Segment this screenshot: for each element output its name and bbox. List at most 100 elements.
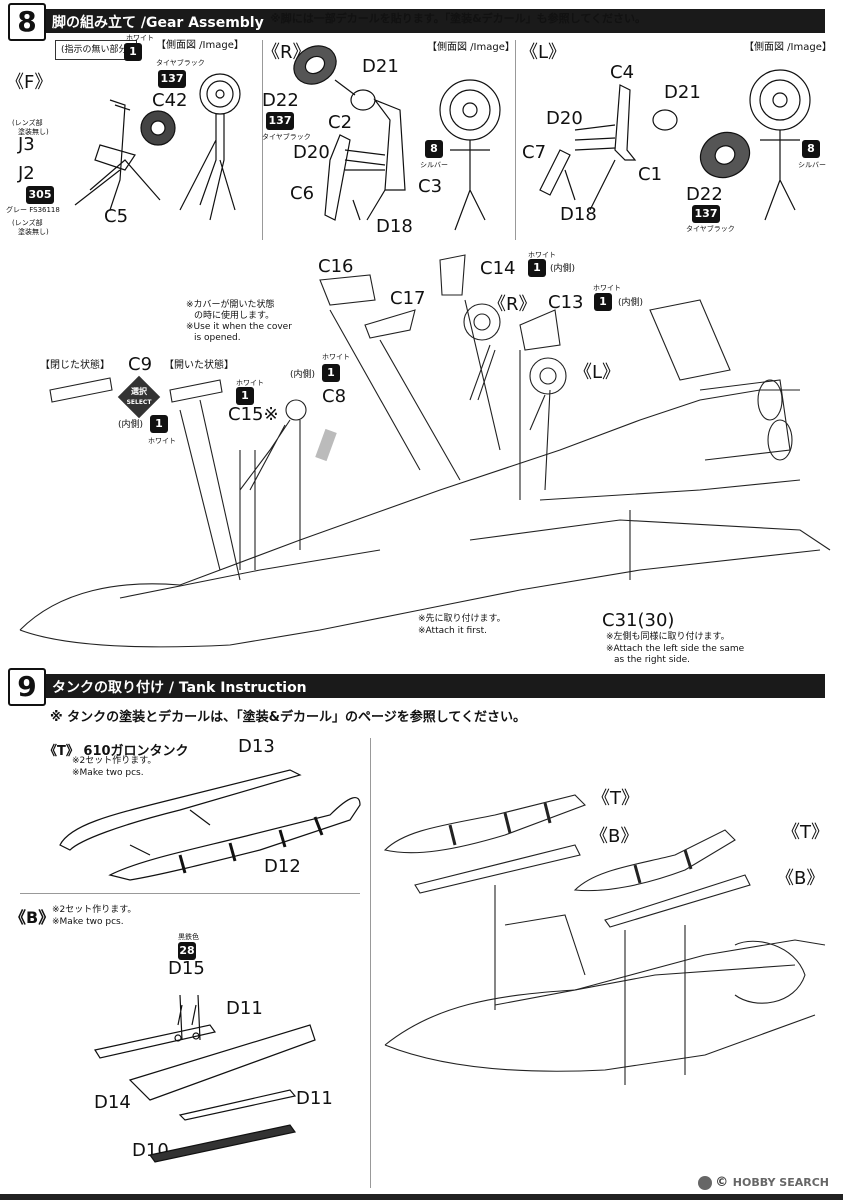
select-en: SELECT xyxy=(126,399,152,406)
part-d11-b: D11 xyxy=(296,1088,333,1109)
lens-note-1a: (レンズ部 xyxy=(12,119,43,127)
side-view-label-r: 【側面図 /Image】 xyxy=(427,42,515,53)
open-state-label: 【開いた状態】 xyxy=(164,360,234,371)
part-c7-l: C7 xyxy=(522,142,547,163)
column-divider xyxy=(370,738,371,1188)
color-badge-white: 1 xyxy=(124,43,142,61)
part-d12: D12 xyxy=(264,856,301,877)
color-badge-tire-black-r: 137 xyxy=(266,112,294,130)
tire-black-label-r: タイヤブラック xyxy=(262,133,311,141)
lens-note-1b: 塗装無し) xyxy=(18,128,49,136)
part-j3: J3 xyxy=(18,134,35,155)
same-note-en1: ※Attach the left side the same xyxy=(606,644,745,654)
select-jp: 選択 xyxy=(131,387,147,396)
color-badge-silver-r: 8 xyxy=(425,140,443,158)
part-d18-l: D18 xyxy=(560,204,597,225)
inner-label-1: (内側) xyxy=(118,420,144,430)
color-badge-inner-1: 1 xyxy=(150,415,168,433)
step8-title: 脚の組み立て /Gear Assembly xyxy=(52,15,264,31)
watermark-brand: HOBBY SEARCH xyxy=(732,1176,829,1189)
same-note-jp: ※左側も同様に取り付けます。 xyxy=(606,632,730,642)
part-c8: C8 xyxy=(322,386,347,407)
left-gear-drawing xyxy=(539,69,811,221)
part-d21-l: D21 xyxy=(664,82,701,103)
tank-note-en: ※Make two pcs. xyxy=(72,768,144,778)
c8-white-label: ホワイト xyxy=(322,353,350,361)
tank-note-jp: ※2セット作ります。 xyxy=(72,756,157,766)
part-c1-l: C1 xyxy=(638,164,663,185)
part-d20-r: D20 xyxy=(293,142,330,163)
assembly-r-label: 《R》 xyxy=(488,294,537,315)
cover-note-jp2: の時に使用します。 xyxy=(194,311,275,321)
step8-header: 8 脚の組み立て /Gear Assembly ※脚には一部デカールを貼ります。… xyxy=(8,3,825,41)
lens-note-2a: (レンズ部 xyxy=(12,219,43,227)
part-c2-r: C2 xyxy=(328,112,353,133)
pylon-note-jp: ※2セット作ります。 xyxy=(52,905,137,915)
part-c9: C9 xyxy=(128,354,153,375)
c15-white-label: ホワイト xyxy=(236,379,264,387)
part-d22-l: D22 xyxy=(686,184,723,205)
cover-note-jp1: ※カバーが開いた状態 xyxy=(186,300,275,310)
white-label: ホワイト xyxy=(126,34,154,42)
inner-white-label-1: ホワイト xyxy=(148,437,176,445)
color-badge-c15: 1 xyxy=(236,387,254,405)
part-d18-r: D18 xyxy=(376,216,413,237)
right-gear-drawing xyxy=(293,45,501,231)
silver-label-r: シルバー xyxy=(420,161,448,169)
same-note-en2: as the right side. xyxy=(614,655,691,665)
part-c13: C13 xyxy=(548,292,584,313)
attach-first-jp: ※先に取り付けます。 xyxy=(418,614,506,624)
attach-first-en: ※Attach it first. xyxy=(418,626,487,636)
gray-label: グレー FS36118 xyxy=(6,206,60,214)
c13-side: (内側) xyxy=(618,298,644,308)
step9-title: タンクの取り付け / Tank Instruction xyxy=(52,680,307,696)
c14-white-label: ホワイト xyxy=(528,251,556,259)
side-view-label-l: 【側面図 /Image】 xyxy=(744,42,832,53)
step9-subnote: ※ タンクの塗装とデカールは、「塗装&デカール」のページを参照してください。 xyxy=(50,710,526,725)
watermark: © HOBBY SEARCH xyxy=(698,1175,829,1190)
pylon-label: 《B》 xyxy=(10,908,55,927)
part-c31: C31(30) xyxy=(602,610,675,631)
tire-black-label: タイヤブラック xyxy=(156,59,205,67)
lens-note-2b: 塗装無し) xyxy=(18,228,49,236)
part-d15: D15 xyxy=(168,958,205,979)
assembly-b-label-2: 《B》 xyxy=(776,868,825,889)
color-badge-silver-l: 8 xyxy=(802,140,820,158)
part-c3-r: C3 xyxy=(418,176,443,197)
cover-note-en2: is opened. xyxy=(194,333,241,343)
color-badge-gray: 305 xyxy=(26,186,54,204)
part-c5: C5 xyxy=(104,206,129,227)
color-badge-c8: 1 xyxy=(322,364,340,382)
part-c42: C42 xyxy=(152,90,188,111)
front-gear-drawing xyxy=(74,73,241,221)
part-c15: C15※ xyxy=(228,404,279,425)
step8-note: ※脚には一部デカールを貼ります。「塗装&デカール」も参照してください。 xyxy=(270,12,647,25)
part-c17: C17 xyxy=(390,288,426,309)
black-iron-label: 黒鉄色 xyxy=(178,933,199,941)
tire-black-label-l: タイヤブラック xyxy=(686,225,735,233)
row-divider xyxy=(20,893,360,894)
step9-header: 9 タンクの取り付け / Tank Instruction xyxy=(8,668,825,706)
c14-side: (内側) xyxy=(550,264,576,274)
part-c14: C14 xyxy=(480,258,516,279)
step9-number: 9 xyxy=(8,668,46,706)
side-view-label-f: 【側面図 /Image】 xyxy=(156,40,244,51)
part-j2: J2 xyxy=(18,163,35,184)
watermark-mark: © xyxy=(715,1175,729,1190)
column-divider xyxy=(262,40,263,240)
tank-label: 《T》 610ガロンタンク xyxy=(44,744,189,759)
left-gear-label: 《L》 xyxy=(520,42,567,63)
tank-aircraft-assembly-drawing xyxy=(383,794,826,1085)
no-instruction-note: (指示の無い部分) xyxy=(60,45,132,55)
color-badge-tire-black-l: 137 xyxy=(692,205,720,223)
part-d13: D13 xyxy=(238,736,275,757)
aircraft-gear-assembly-drawing xyxy=(19,254,831,648)
hobby-search-logo-icon xyxy=(698,1175,713,1190)
part-c6-r: C6 xyxy=(290,183,315,204)
assembly-t-label-2: 《T》 xyxy=(782,822,829,843)
part-c16: C16 xyxy=(318,256,354,277)
silver-label-l: シルバー xyxy=(798,161,826,169)
pylon-note-en: ※Make two pcs. xyxy=(52,917,124,927)
part-d22-r: D22 xyxy=(262,90,299,111)
part-d11-a: D11 xyxy=(226,998,263,1019)
